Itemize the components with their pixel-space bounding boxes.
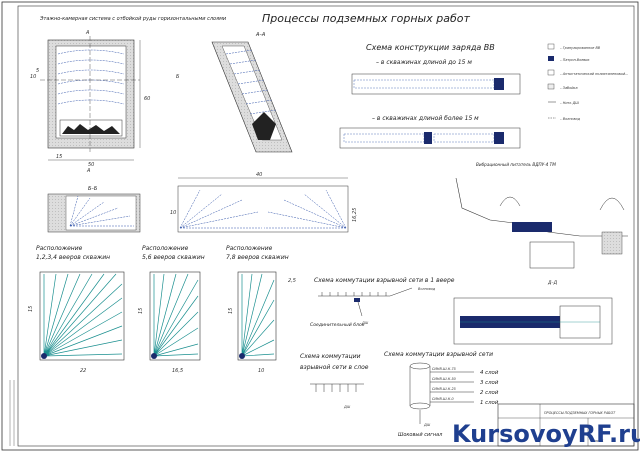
- fan2-sub: 5,6 вееров скважин: [142, 254, 205, 261]
- fan1-sub: 1,2,3,4 вееров скважин: [36, 254, 110, 261]
- net-full-title: Схема коммутации взрывной сети: [384, 351, 493, 358]
- dim-left: 15: [56, 154, 62, 160]
- section-dd: [453, 297, 613, 345]
- net-full-diagram: [409, 362, 474, 424]
- section-aa: [211, 41, 293, 153]
- section-letter-a: А: [85, 30, 90, 36]
- legend-granulated: – Гранулированное ВВ: [560, 46, 601, 50]
- layer-1: 1 слой: [480, 400, 499, 406]
- dim-width: 50: [88, 162, 94, 168]
- charge-title: Схема конструкции заряда ВВ: [366, 43, 495, 52]
- shock-signal: Шоковый сигнал: [398, 432, 443, 438]
- dim-bb-span: 16,25: [352, 208, 358, 222]
- fan-layout-2: [149, 271, 201, 361]
- dim-fan1-height: 15: [28, 306, 34, 312]
- section-aa-label: А–А: [255, 32, 266, 38]
- dim-bb-10: 10: [170, 210, 176, 216]
- charge-long-diagram: [339, 127, 521, 149]
- watermark-text: KursovoyRF.ru: [452, 420, 640, 448]
- net-layer-diagram: [310, 383, 364, 392]
- section-bb-left: [47, 193, 141, 233]
- dim-fan3-height: 15: [228, 308, 234, 314]
- dim-fan2-width: 16,5: [172, 368, 183, 374]
- dim-fan3-offset: 2,5: [288, 278, 296, 284]
- legend-stemming: – Забойка: [560, 86, 578, 90]
- dim-bb-width: 40: [256, 172, 262, 178]
- legend-primer: – Патрон-боевик: [560, 58, 590, 62]
- fan-layout-3: [237, 271, 277, 361]
- dim-height: 60: [144, 96, 150, 102]
- charge-long: – в скважинах длиной более 15 м: [372, 115, 479, 122]
- fan3-sub: 7,8 вееров скважин: [226, 254, 289, 261]
- net-fan-diagram: [318, 287, 413, 317]
- fan3-label: Расположение: [226, 245, 273, 252]
- section-bb-label: Б–Б: [88, 186, 98, 192]
- dsh-label-3: ДШ: [423, 423, 431, 427]
- net-layer-title-1: Схема коммутации: [300, 353, 361, 360]
- fan2-label: Расположение: [142, 245, 189, 252]
- dsh-label-2: ДШ: [343, 405, 351, 409]
- section-dd-label: Д–Д: [547, 280, 558, 286]
- legend-waveguide: – Волновод: [560, 117, 581, 121]
- delay-0: СИНВ-Ш-К-0: [432, 397, 454, 401]
- layer-2: 2 слой: [480, 390, 499, 396]
- watermark: KursovoyRF.ru: [452, 420, 640, 448]
- inner-frame: [17, 5, 635, 447]
- dsh-label-1: ДШ: [361, 321, 369, 325]
- layer-3: 3 слой: [480, 380, 499, 386]
- net-fan-title: Схема коммутации взрывной сети в 1 веере: [314, 277, 455, 284]
- section-letter-b: Б: [176, 74, 180, 80]
- connector-label: Соединительный блок: [310, 322, 365, 328]
- fan-layout-1: [39, 271, 125, 361]
- title-block: [497, 403, 635, 447]
- feeder-label: Вибрационный питатель ВДПУ-4 ТМ: [476, 162, 556, 167]
- dim-fan2-height: 15: [138, 308, 144, 314]
- charge-short-diagram: [351, 73, 521, 95]
- stamp-title: ПРОЦЕССЫ ПОДЗЕМНЫХ ГОРНЫХ РАБОТ: [544, 411, 616, 415]
- delay-25: СИНВ-Ш-К-25: [432, 387, 456, 391]
- stamp-sheet: Лист 1: [591, 439, 604, 443]
- delay-75: СИНВ-Ш-К-75: [432, 367, 456, 371]
- sheet-title: Процессы подземных горных работ: [262, 12, 470, 25]
- section-letter-a: А: [86, 168, 91, 174]
- system-caption: Этажно-камерная система с отбойкой руды …: [39, 16, 227, 22]
- feeder-drawing: [455, 177, 628, 269]
- waveguide-label: Волновод: [418, 287, 436, 291]
- charge-short: – в скважинах длиной до 15 м: [376, 59, 472, 66]
- section-bb-right: [177, 177, 349, 233]
- legend-dsh-thread: – Нить ДШ: [560, 101, 579, 105]
- fan1-label: Расположение: [36, 245, 83, 252]
- plan-view: [40, 36, 141, 161]
- layer-4: 4 слой: [480, 370, 499, 376]
- charge-legend: – Гранулированное ВВ – Патрон-боевик – А…: [547, 43, 628, 121]
- net-layer-title-2: взрывной сети в слое: [300, 364, 369, 371]
- dim-top10: 10: [30, 74, 36, 80]
- delay-50: СИНВ-Ш-К-50: [432, 377, 456, 381]
- dim-top5: 5: [36, 68, 39, 74]
- dim-fan1-width: 22: [80, 368, 86, 374]
- dim-fan3-width: 10: [258, 368, 264, 374]
- legend-antistatic: – Антистатический полиэтиленовый...: [560, 72, 628, 76]
